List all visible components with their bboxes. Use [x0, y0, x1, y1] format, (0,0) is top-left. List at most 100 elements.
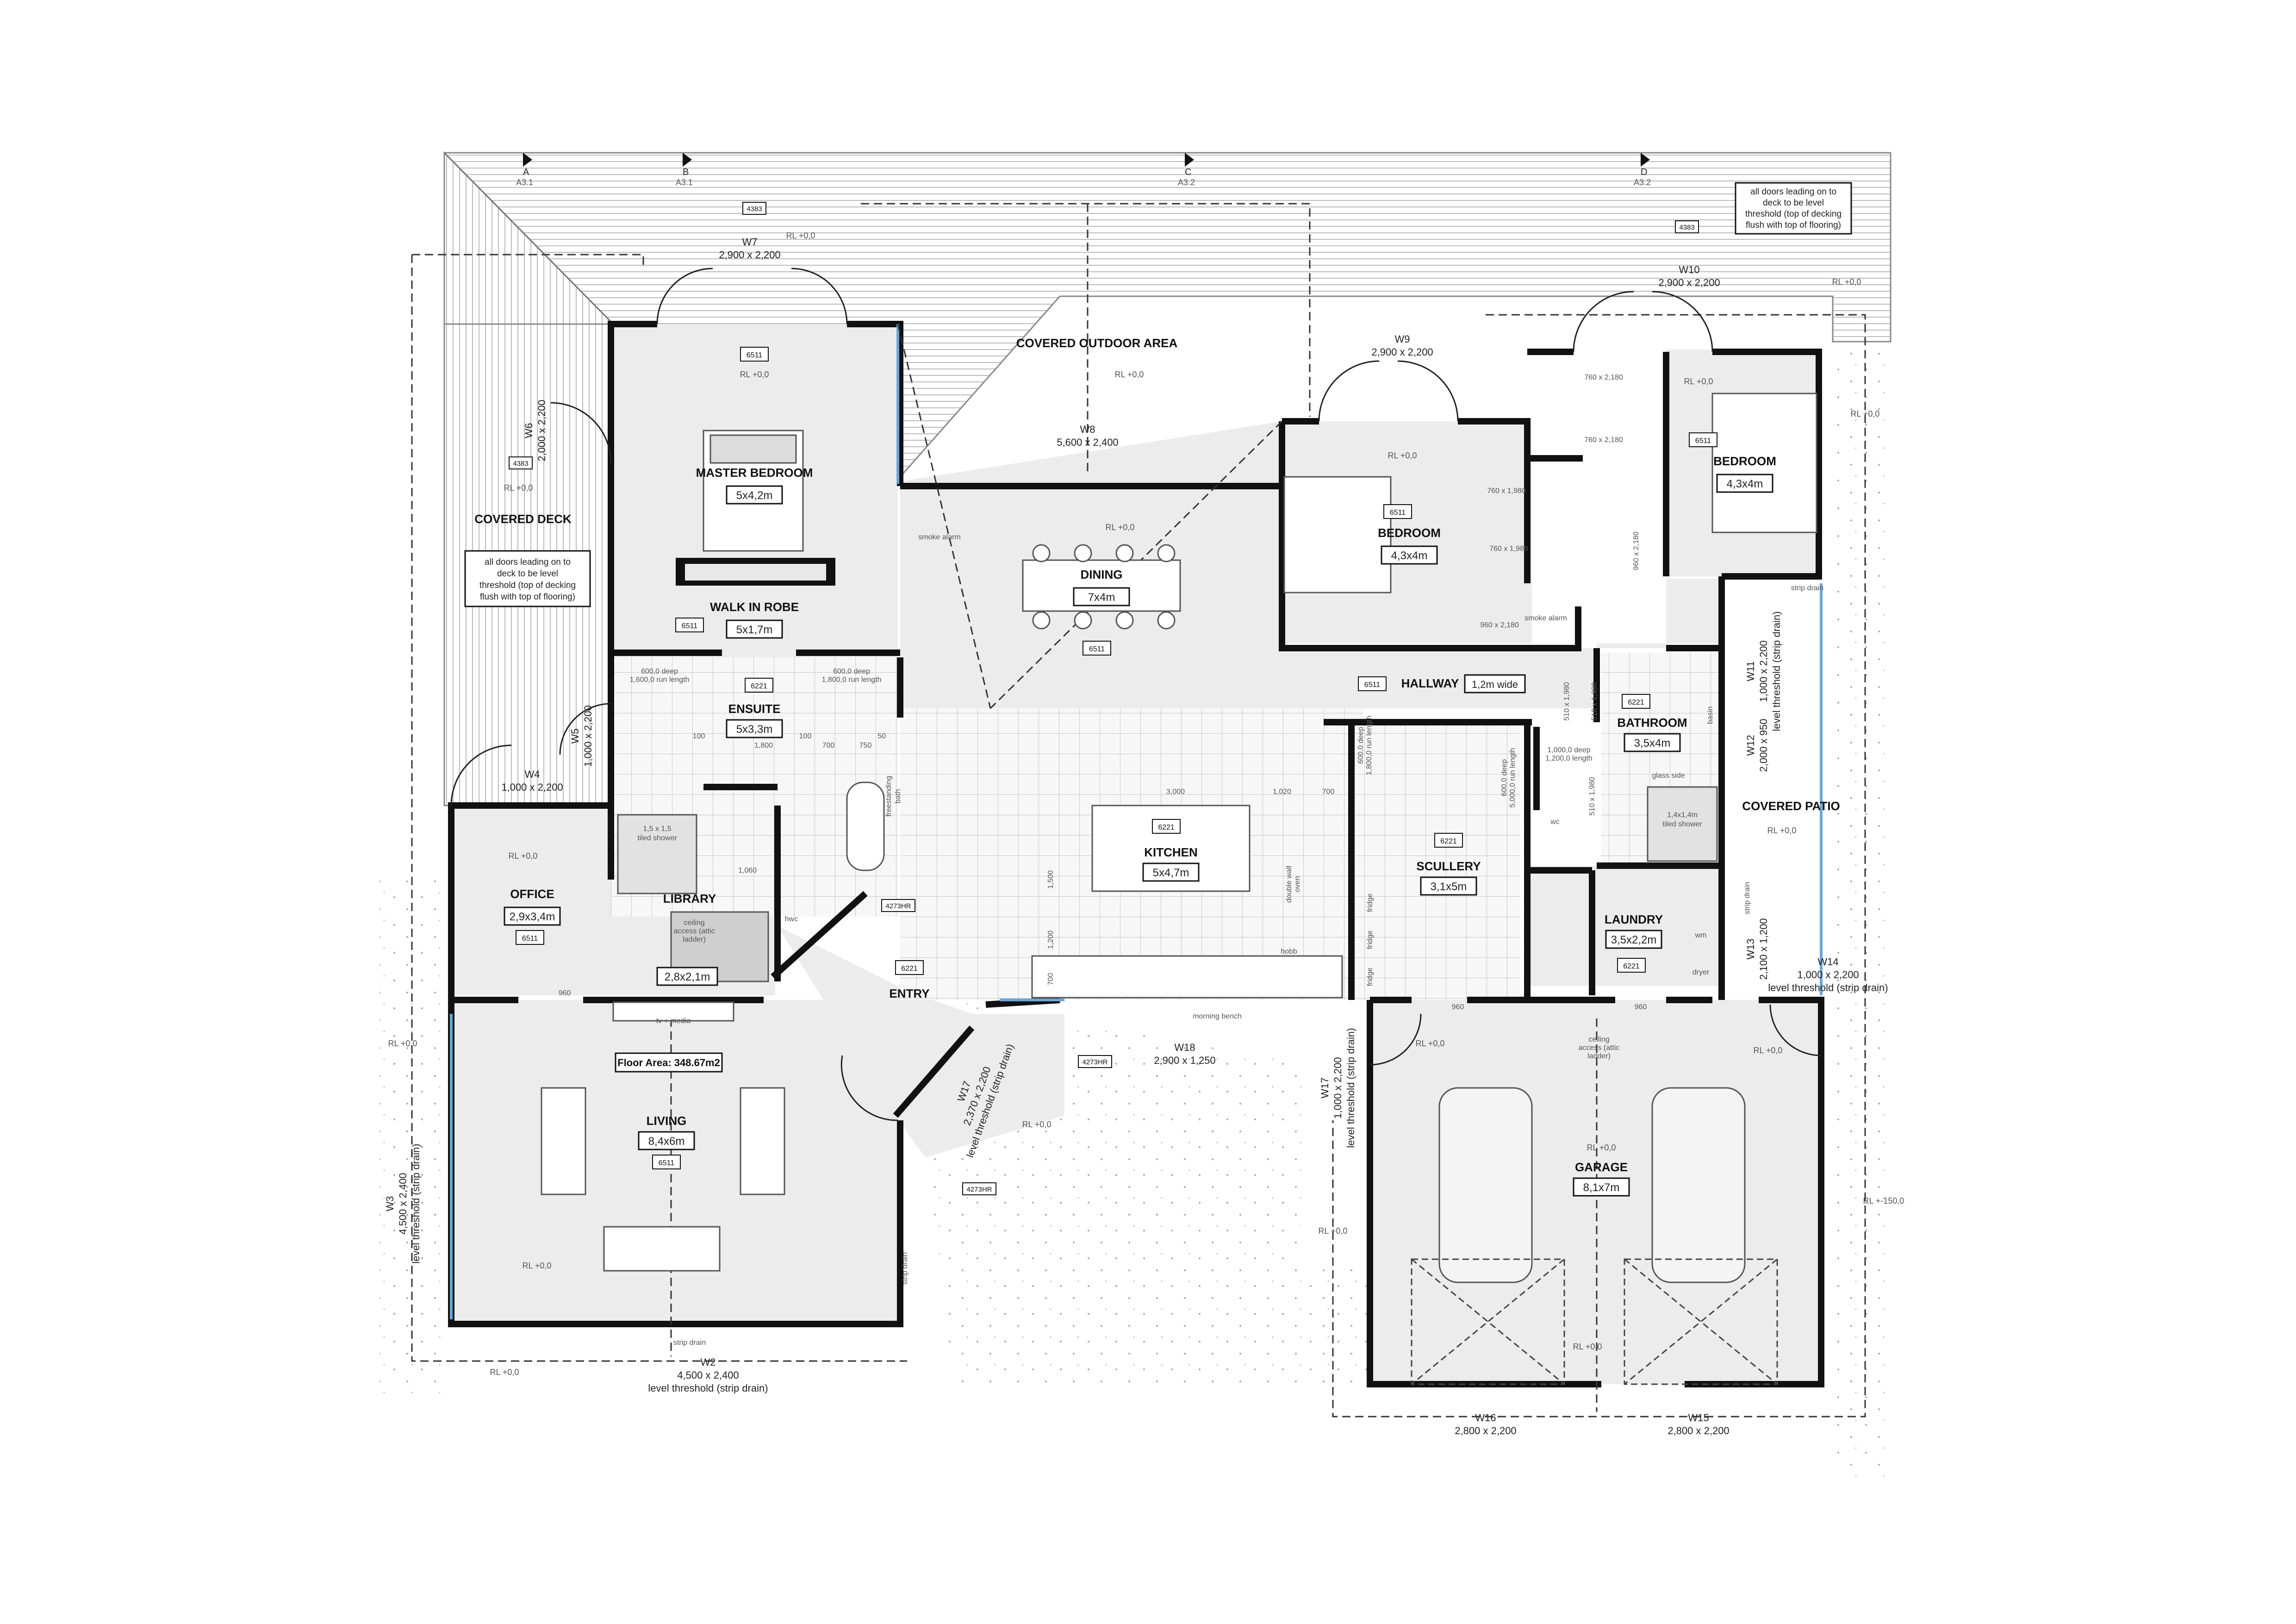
- room-bedroom-3: BEDROOM 4,3x4m 6511: [1689, 432, 1776, 493]
- window-size: 1,000 x 2,200: [1758, 640, 1769, 702]
- note-line: all doors leading on to: [1750, 187, 1836, 197]
- note-line: all doors leading on to: [485, 557, 571, 567]
- window-note: level threshold (strip drain): [648, 1382, 768, 1394]
- fixture-labels: smoke alarm smoke alarm strip drain stri…: [559, 374, 1823, 1347]
- note-line: deck to be level: [1763, 198, 1824, 208]
- window-id: W6: [523, 423, 535, 438]
- grid-marker-c: C A3.2: [1178, 153, 1195, 187]
- window-size: 2,900 x 2,200: [1658, 277, 1720, 288]
- window-id: W14: [1817, 956, 1838, 968]
- dim-label: 100: [799, 732, 812, 740]
- room-size: 3,5x4m: [1634, 737, 1671, 750]
- note-line: threshold (top of decking: [479, 581, 576, 590]
- tag-4273hr: 4273HR: [966, 1186, 992, 1193]
- grid-marker-d: D A3.2: [1634, 153, 1651, 187]
- window-size: 4,500 x 2,400: [677, 1369, 739, 1381]
- room-size: 5x4,7m: [1153, 867, 1189, 879]
- window-id: W8: [1080, 424, 1095, 435]
- fixture-labels-vertical: 1,500 1,200 700 freestanding bath 600,0 …: [885, 531, 1751, 1285]
- grid-marker-b: B A3.1: [676, 153, 693, 187]
- window-size: 4,500 x 2,400: [397, 1173, 409, 1234]
- door-label: 760 x 2,180: [1584, 374, 1623, 381]
- dim-label: 3,000: [1166, 788, 1185, 796]
- room-name: KITCHEN: [1144, 845, 1198, 859]
- strip-drain-label: strip drain: [673, 1339, 706, 1347]
- dim-label: 1,500: [1047, 870, 1055, 889]
- grid-ref-b: A3.1: [676, 178, 693, 187]
- tag-4273hr: 4273HR: [1082, 1058, 1108, 1066]
- hwc-label: hwc: [785, 915, 798, 923]
- window-size: 2,900 x 1,250: [1154, 1055, 1215, 1066]
- room-name: LIVING: [647, 1114, 687, 1128]
- room-size: 7x4m: [1088, 591, 1115, 604]
- room-tag: 6221: [751, 682, 767, 690]
- wm-label: wm: [1695, 931, 1707, 939]
- dim-label: 1,060: [738, 867, 757, 874]
- window-callouts: W7 2,900 x 2,200 W8 5,600 x 2,400 W9 2,9…: [501, 236, 1888, 1437]
- window-id: W13: [1745, 938, 1756, 959]
- room-size: 5x4,2m: [736, 489, 773, 502]
- window-id: W18: [1174, 1042, 1195, 1053]
- door-label: 760 x 1,980: [1489, 545, 1528, 553]
- window-size: 1,000 x 2,200: [1797, 969, 1859, 981]
- tv-media-label: tv + media: [656, 1017, 691, 1025]
- room-name: ENTRY: [889, 987, 929, 1000]
- bath-label: freestanding: [885, 776, 893, 817]
- room-tag: 6221: [901, 965, 918, 973]
- room-name: LAUNDRY: [1605, 912, 1663, 926]
- room-size: 1,2m wide: [1472, 679, 1518, 690]
- window-id: W2: [701, 1356, 716, 1368]
- level-label: RL +0,0: [1319, 1226, 1348, 1236]
- room-kitchen: KITCHEN 5x4,7m 6221: [1142, 819, 1200, 882]
- window-size: 1,000 x 2,200: [1332, 1057, 1344, 1118]
- level-label: RL +0,0: [1416, 1039, 1445, 1048]
- window-size: 5,600 x 2,400: [1057, 437, 1118, 448]
- window-note: level threshold (strip drain): [1345, 1028, 1356, 1148]
- note-line: flush with top of flooring): [1746, 220, 1841, 230]
- grid-letter-c: C: [1185, 167, 1191, 177]
- hobb-label: hobb: [1281, 948, 1297, 956]
- morning-bench-label: morning bench: [1193, 1012, 1242, 1020]
- room-size: 5x3,3m: [736, 723, 773, 736]
- dim-label: 960: [1635, 1003, 1647, 1011]
- room-library: LIBRARY 2,8x2,1m: [656, 892, 718, 986]
- level-labels: RL +0,0 RL +0,0 RL +0,0 RL +0,0 RL +0,0 …: [388, 231, 1904, 1377]
- level-label: RL +0,0: [523, 1261, 552, 1270]
- window-note: level threshold (strip drain): [410, 1143, 422, 1263]
- level-label: RL +0,0: [1587, 1143, 1616, 1152]
- room-name: DINING: [1081, 568, 1123, 581]
- window-note: level threshold (strip drain): [1771, 611, 1782, 731]
- level-label: RL +-150,0: [1863, 1196, 1904, 1206]
- window-id: W9: [1395, 333, 1410, 345]
- oven-label: double wall: [1285, 866, 1293, 903]
- level-label: RL +0,0: [740, 370, 769, 379]
- level-label: RL +0,0: [1851, 409, 1880, 418]
- shower-label: 1,4x1,4m: [1667, 811, 1698, 819]
- robe-label: 1,600,0 run length: [630, 676, 690, 684]
- tag-boxes: 4383 4383 4383 4273HR 4273HR 4273HR: [509, 202, 1699, 1195]
- dryer-label: dryer: [1692, 968, 1710, 976]
- window-id: W4: [525, 768, 540, 780]
- wc-label: wc: [1550, 818, 1560, 826]
- tag-4383: 4383: [1679, 224, 1694, 231]
- room-master-bedroom: MASTER BEDROOM 5x4,2m 6511: [696, 347, 813, 505]
- glass-side-label: glass side: [1652, 772, 1685, 780]
- glazing: [450, 324, 1823, 1319]
- room-tag: 6511: [747, 351, 763, 359]
- room-name-covered-patio: COVERED PATIO: [1742, 799, 1840, 813]
- room-name: LIBRARY: [663, 892, 716, 906]
- fridge-label: fridge: [1366, 893, 1374, 912]
- room-bathroom: BATHROOM 3,5x4m 6221: [1617, 694, 1687, 752]
- room-size: 2,9x3,4m: [510, 911, 555, 923]
- level-label: RL +0,0: [504, 483, 533, 493]
- note-line: threshold (top of decking: [1745, 209, 1842, 219]
- level-label: RL +0,0: [388, 1039, 417, 1048]
- note-deck-left: all doors leading on to deck to be level…: [464, 550, 591, 607]
- room-ensuite: ENSUITE 5x3,3m 6221: [726, 678, 783, 738]
- strip-drain-label: strip drain: [1791, 584, 1823, 592]
- grid-letter-a: A: [523, 167, 529, 177]
- door-label: 960 x 2,180: [1632, 531, 1640, 570]
- room-name: OFFICE: [510, 887, 554, 901]
- dim-label: 700: [1047, 973, 1055, 986]
- dim-label: 1,020: [1273, 788, 1291, 796]
